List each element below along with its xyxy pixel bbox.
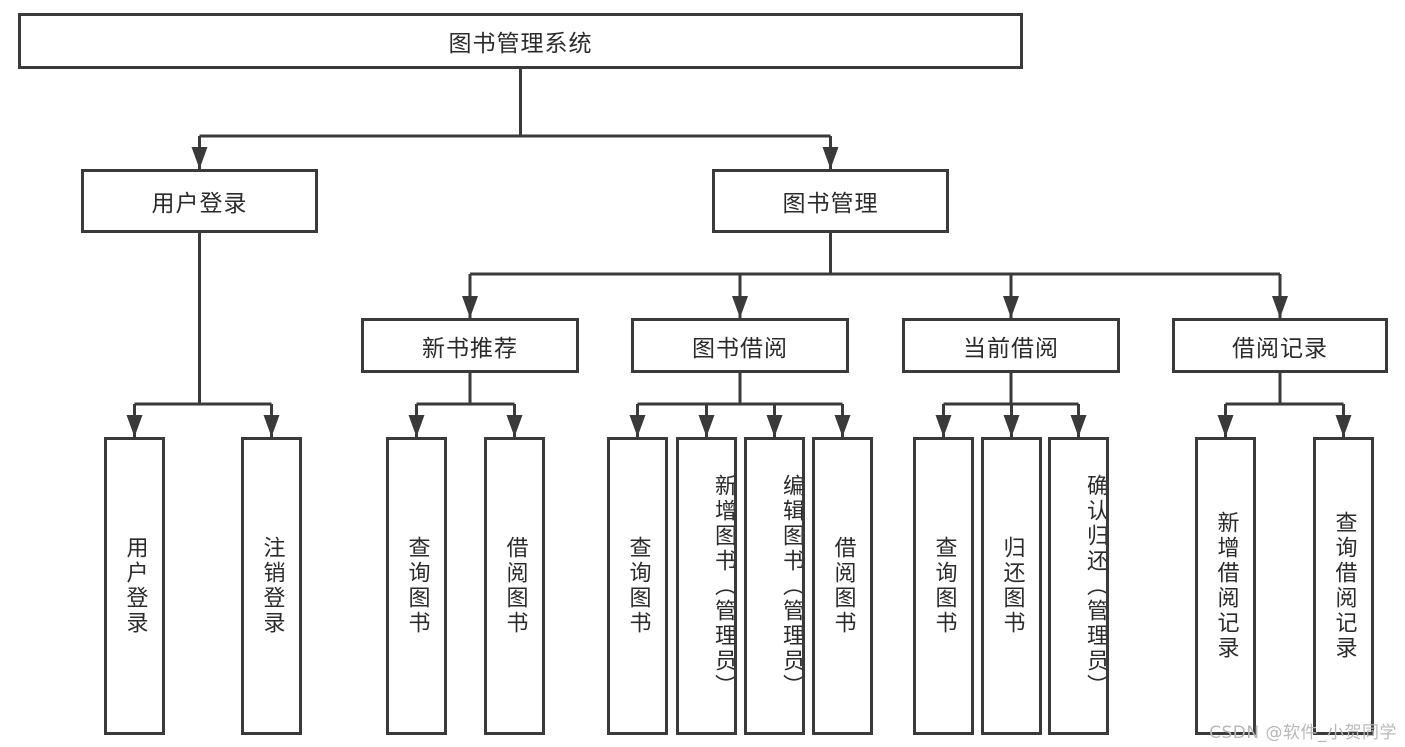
node-leaf-edit-book[interactable]: 编辑图书（管理员）: [744, 437, 805, 735]
arrowhead-icon: [408, 415, 425, 437]
node-label: 查询借阅记录: [1331, 511, 1357, 661]
node-label: 注销登录: [259, 536, 285, 636]
node-leaf-user-logout[interactable]: 注销登录: [241, 437, 302, 735]
arrowhead-icon: [629, 415, 646, 437]
node-label: 借阅图书: [502, 536, 528, 636]
arrowhead-icon: [822, 147, 839, 169]
node-label: 借阅图书: [830, 536, 856, 636]
arrowhead-icon: [1217, 415, 1234, 437]
node-book-borrow[interactable]: 图书借阅: [631, 318, 849, 373]
node-leaf-borrow-book-1[interactable]: 借阅图书: [484, 437, 545, 735]
node-label: 借阅记录: [1232, 335, 1328, 362]
node-book-manage[interactable]: 图书管理: [712, 169, 949, 233]
node-leaf-query-book-3[interactable]: 查询图书: [913, 437, 974, 735]
node-label: 图书管理: [782, 191, 879, 217]
arrowhead-icon: [263, 415, 280, 437]
arrowhead-icon: [766, 415, 783, 437]
arrowhead-icon: [1335, 415, 1352, 437]
arrowhead-icon: [1003, 296, 1019, 318]
node-label: 图书借阅: [692, 335, 788, 362]
node-label: 当前借阅: [963, 335, 1059, 362]
arrowhead-icon: [1272, 296, 1288, 318]
node-leaf-query-book-2[interactable]: 查询图书: [607, 437, 668, 735]
arrowhead-icon: [462, 296, 478, 318]
node-label: 确认归还（管理员）: [1083, 473, 1106, 699]
arrowhead-icon: [506, 415, 523, 437]
arrowhead-icon: [935, 415, 952, 437]
node-leaf-confirm-return[interactable]: 确认归还（管理员）: [1048, 437, 1109, 735]
arrowhead-icon: [1003, 415, 1020, 437]
node-leaf-add-record[interactable]: 新增借阅记录: [1195, 437, 1256, 735]
node-root[interactable]: 图书管理系统: [18, 13, 1023, 69]
node-leaf-return-book[interactable]: 归还图书: [981, 437, 1042, 735]
arrowhead-icon: [1070, 415, 1087, 437]
node-leaf-borrow-book-2[interactable]: 借阅图书: [812, 437, 873, 735]
node-label: 用户登录: [151, 191, 248, 217]
node-user-login[interactable]: 用户登录: [81, 169, 318, 233]
arrowhead-icon: [698, 415, 715, 437]
node-label: 归还图书: [999, 536, 1025, 636]
node-leaf-user-login[interactable]: 用户登录: [104, 437, 165, 735]
node-current-borrow[interactable]: 当前借阅: [902, 318, 1120, 373]
node-label: 新书推荐: [422, 335, 518, 362]
node-label: 新增借阅记录: [1213, 511, 1239, 661]
node-leaf-query-book-1[interactable]: 查询图书: [386, 437, 447, 735]
node-label: 用户登录: [122, 536, 148, 636]
node-label: 查询图书: [931, 536, 957, 636]
node-label: 新增图书（管理员）: [711, 473, 734, 699]
node-label: 查询图书: [625, 536, 651, 636]
arrowhead-icon: [126, 415, 143, 437]
arrowhead-icon: [732, 296, 748, 318]
node-new-book-rec[interactable]: 新书推荐: [361, 318, 579, 373]
node-label: 查询图书: [404, 536, 430, 636]
node-label: 编辑图书（管理员）: [779, 473, 802, 699]
watermark-text: CSDN @软件_小贺同学: [1209, 723, 1397, 743]
arrowhead-icon: [191, 147, 208, 169]
arrowhead-icon: [834, 415, 851, 437]
node-label: 图书管理系统: [448, 31, 593, 57]
node-borrow-record[interactable]: 借阅记录: [1172, 318, 1388, 373]
node-leaf-query-record[interactable]: 查询借阅记录: [1313, 437, 1374, 735]
node-leaf-add-book[interactable]: 新增图书（管理员）: [676, 437, 737, 735]
